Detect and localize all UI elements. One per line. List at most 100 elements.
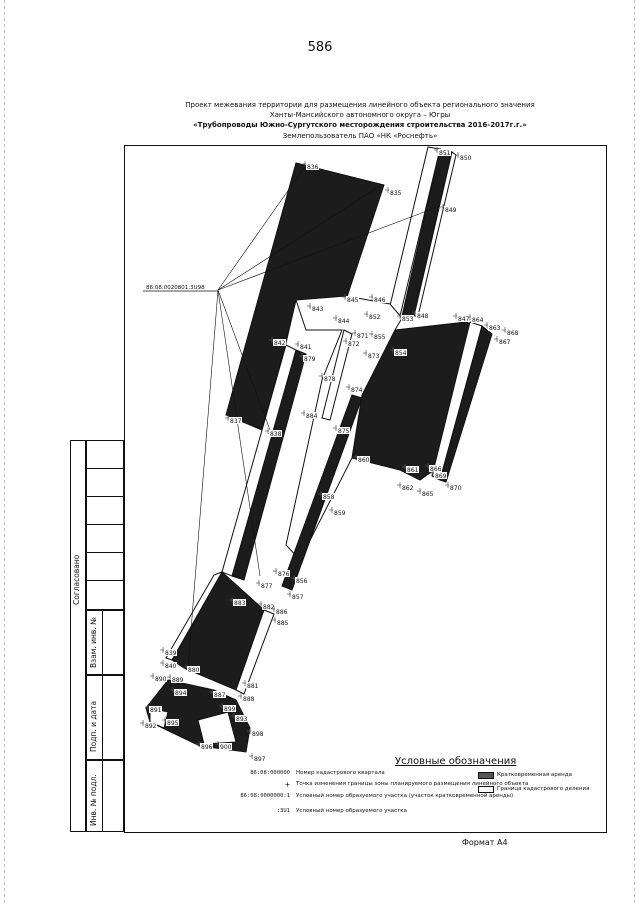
point-label: 892: [145, 723, 157, 730]
point-858: 858: [318, 491, 335, 501]
point-888: 888: [238, 693, 255, 703]
point-label: 890: [155, 676, 167, 683]
point-label: 872: [348, 341, 360, 348]
point-895: 895: [162, 717, 179, 727]
point-872: 872: [343, 338, 360, 348]
point-label: 863: [489, 325, 501, 332]
point-845: 845: [342, 294, 359, 304]
point-label: 838: [270, 431, 282, 438]
point-label: 848: [417, 313, 429, 320]
point-label: 861: [407, 467, 419, 474]
point-label: 880: [188, 667, 200, 674]
point-label: 857: [292, 594, 304, 601]
legend-symbol-2: +: [285, 780, 290, 789]
bottom-white-2: [197, 711, 237, 745]
point-label: 837: [230, 418, 242, 425]
point-862: 862: [397, 482, 414, 492]
point-870: 870: [445, 482, 462, 492]
point-label: 840: [165, 663, 177, 670]
point-label: 846: [374, 297, 386, 304]
point-label: 856: [296, 578, 308, 585]
point-893: 893: [231, 713, 248, 723]
map-title-line1: Проект межевания территории для размещен…: [185, 101, 535, 109]
point-848: 848: [412, 310, 429, 320]
legend-fill-text-1: Кратковременная аренда: [497, 772, 572, 778]
point-879: 879: [299, 353, 316, 363]
point-label: 875: [338, 428, 350, 435]
point-868: 868: [502, 327, 519, 337]
stamp-cell-label-2: Подп. и дата: [89, 700, 98, 752]
point-881: 881: [242, 680, 259, 690]
point-897: 897: [249, 753, 266, 763]
stamp-divider: [102, 610, 103, 832]
point-871: 871: [352, 330, 369, 340]
point-label: 849: [445, 207, 457, 214]
point-856: 856: [291, 575, 308, 585]
point-869: 869: [430, 470, 447, 480]
point-836: 836: [302, 161, 319, 171]
page-edge-right: [634, 0, 635, 905]
point-label: 876: [278, 571, 290, 578]
point-892: 892: [140, 720, 157, 730]
legend-text-1: Номер кадастрового квартала: [296, 770, 385, 776]
stamp-cell-label-3: Инв. № подл.: [89, 774, 98, 826]
survey-map: 86:08:0020801:3U98 836851850835849843845…: [140, 146, 519, 763]
point-899: 899: [219, 703, 236, 713]
map-title-line4: Землепользователь ПАО «НК «Роснефть»: [282, 132, 438, 140]
stamp-agreed-label: Согласовано: [72, 554, 81, 605]
point-884: 884: [301, 410, 318, 420]
point-label: 836: [307, 164, 319, 171]
point-859: 859: [329, 507, 346, 517]
point-837: 837: [225, 415, 242, 425]
point-886: 886: [271, 606, 288, 616]
strip-mid-3: [281, 394, 363, 591]
point-883: 883: [229, 597, 246, 607]
point-label: 866: [430, 466, 442, 473]
point-label: 841: [300, 344, 312, 351]
point-882: 882: [258, 601, 275, 611]
point-label: 879: [304, 356, 316, 363]
map-frame: [124, 145, 607, 833]
point-label: 877: [261, 583, 273, 590]
point-864: 864: [467, 314, 484, 324]
legend-swatch-cadastral: [478, 786, 494, 793]
point-852: 852: [364, 311, 381, 321]
point-label: 844: [338, 318, 350, 325]
point-label: 886: [276, 609, 288, 616]
point-849: 849: [440, 204, 457, 214]
point-873: 873: [363, 350, 380, 360]
point-label: 867: [499, 339, 511, 346]
point-875: 875: [333, 425, 350, 435]
legend-symbol-3: 86:08:0000000:1: [240, 793, 290, 799]
point-label: 847: [458, 316, 470, 323]
point-854: 854: [390, 347, 407, 357]
point-877: 877: [256, 580, 273, 590]
stamp-left-column: [70, 440, 86, 832]
stamp-cell-replace-inv: [86, 610, 124, 675]
legend-text-3: Условный номер образуемого участка (учас…: [296, 793, 514, 799]
point-label: 865: [422, 491, 434, 498]
point-label: 855: [374, 334, 386, 341]
point-843: 843: [307, 303, 324, 313]
point-label: 842: [274, 340, 286, 347]
point-857: 857: [287, 591, 304, 601]
legend-text-2: Точка изменения границы зоны планируемог…: [296, 781, 529, 787]
point-label: 878: [324, 376, 336, 383]
stamp-cell-label-1: Взам. инв. №: [89, 617, 98, 668]
page-number: 586: [307, 40, 333, 55]
legend-title: Условные обозначения: [395, 756, 517, 767]
point-890: 890: [150, 673, 167, 683]
point-838: 838: [265, 428, 282, 438]
approval-stamp-grid: [86, 440, 124, 610]
legend-fill-text-2: Граница кадастрового деления: [497, 786, 590, 792]
point-839: 839: [160, 647, 177, 657]
point-label: 845: [347, 297, 359, 304]
point-880: 880: [183, 664, 200, 674]
point-label: 883: [234, 600, 246, 607]
point-label: 889: [172, 677, 184, 684]
point-label: 896: [201, 744, 213, 751]
point-865: 865: [417, 488, 434, 498]
page-edge-left: [4, 0, 5, 905]
legend-swatch-lease: [478, 772, 494, 779]
